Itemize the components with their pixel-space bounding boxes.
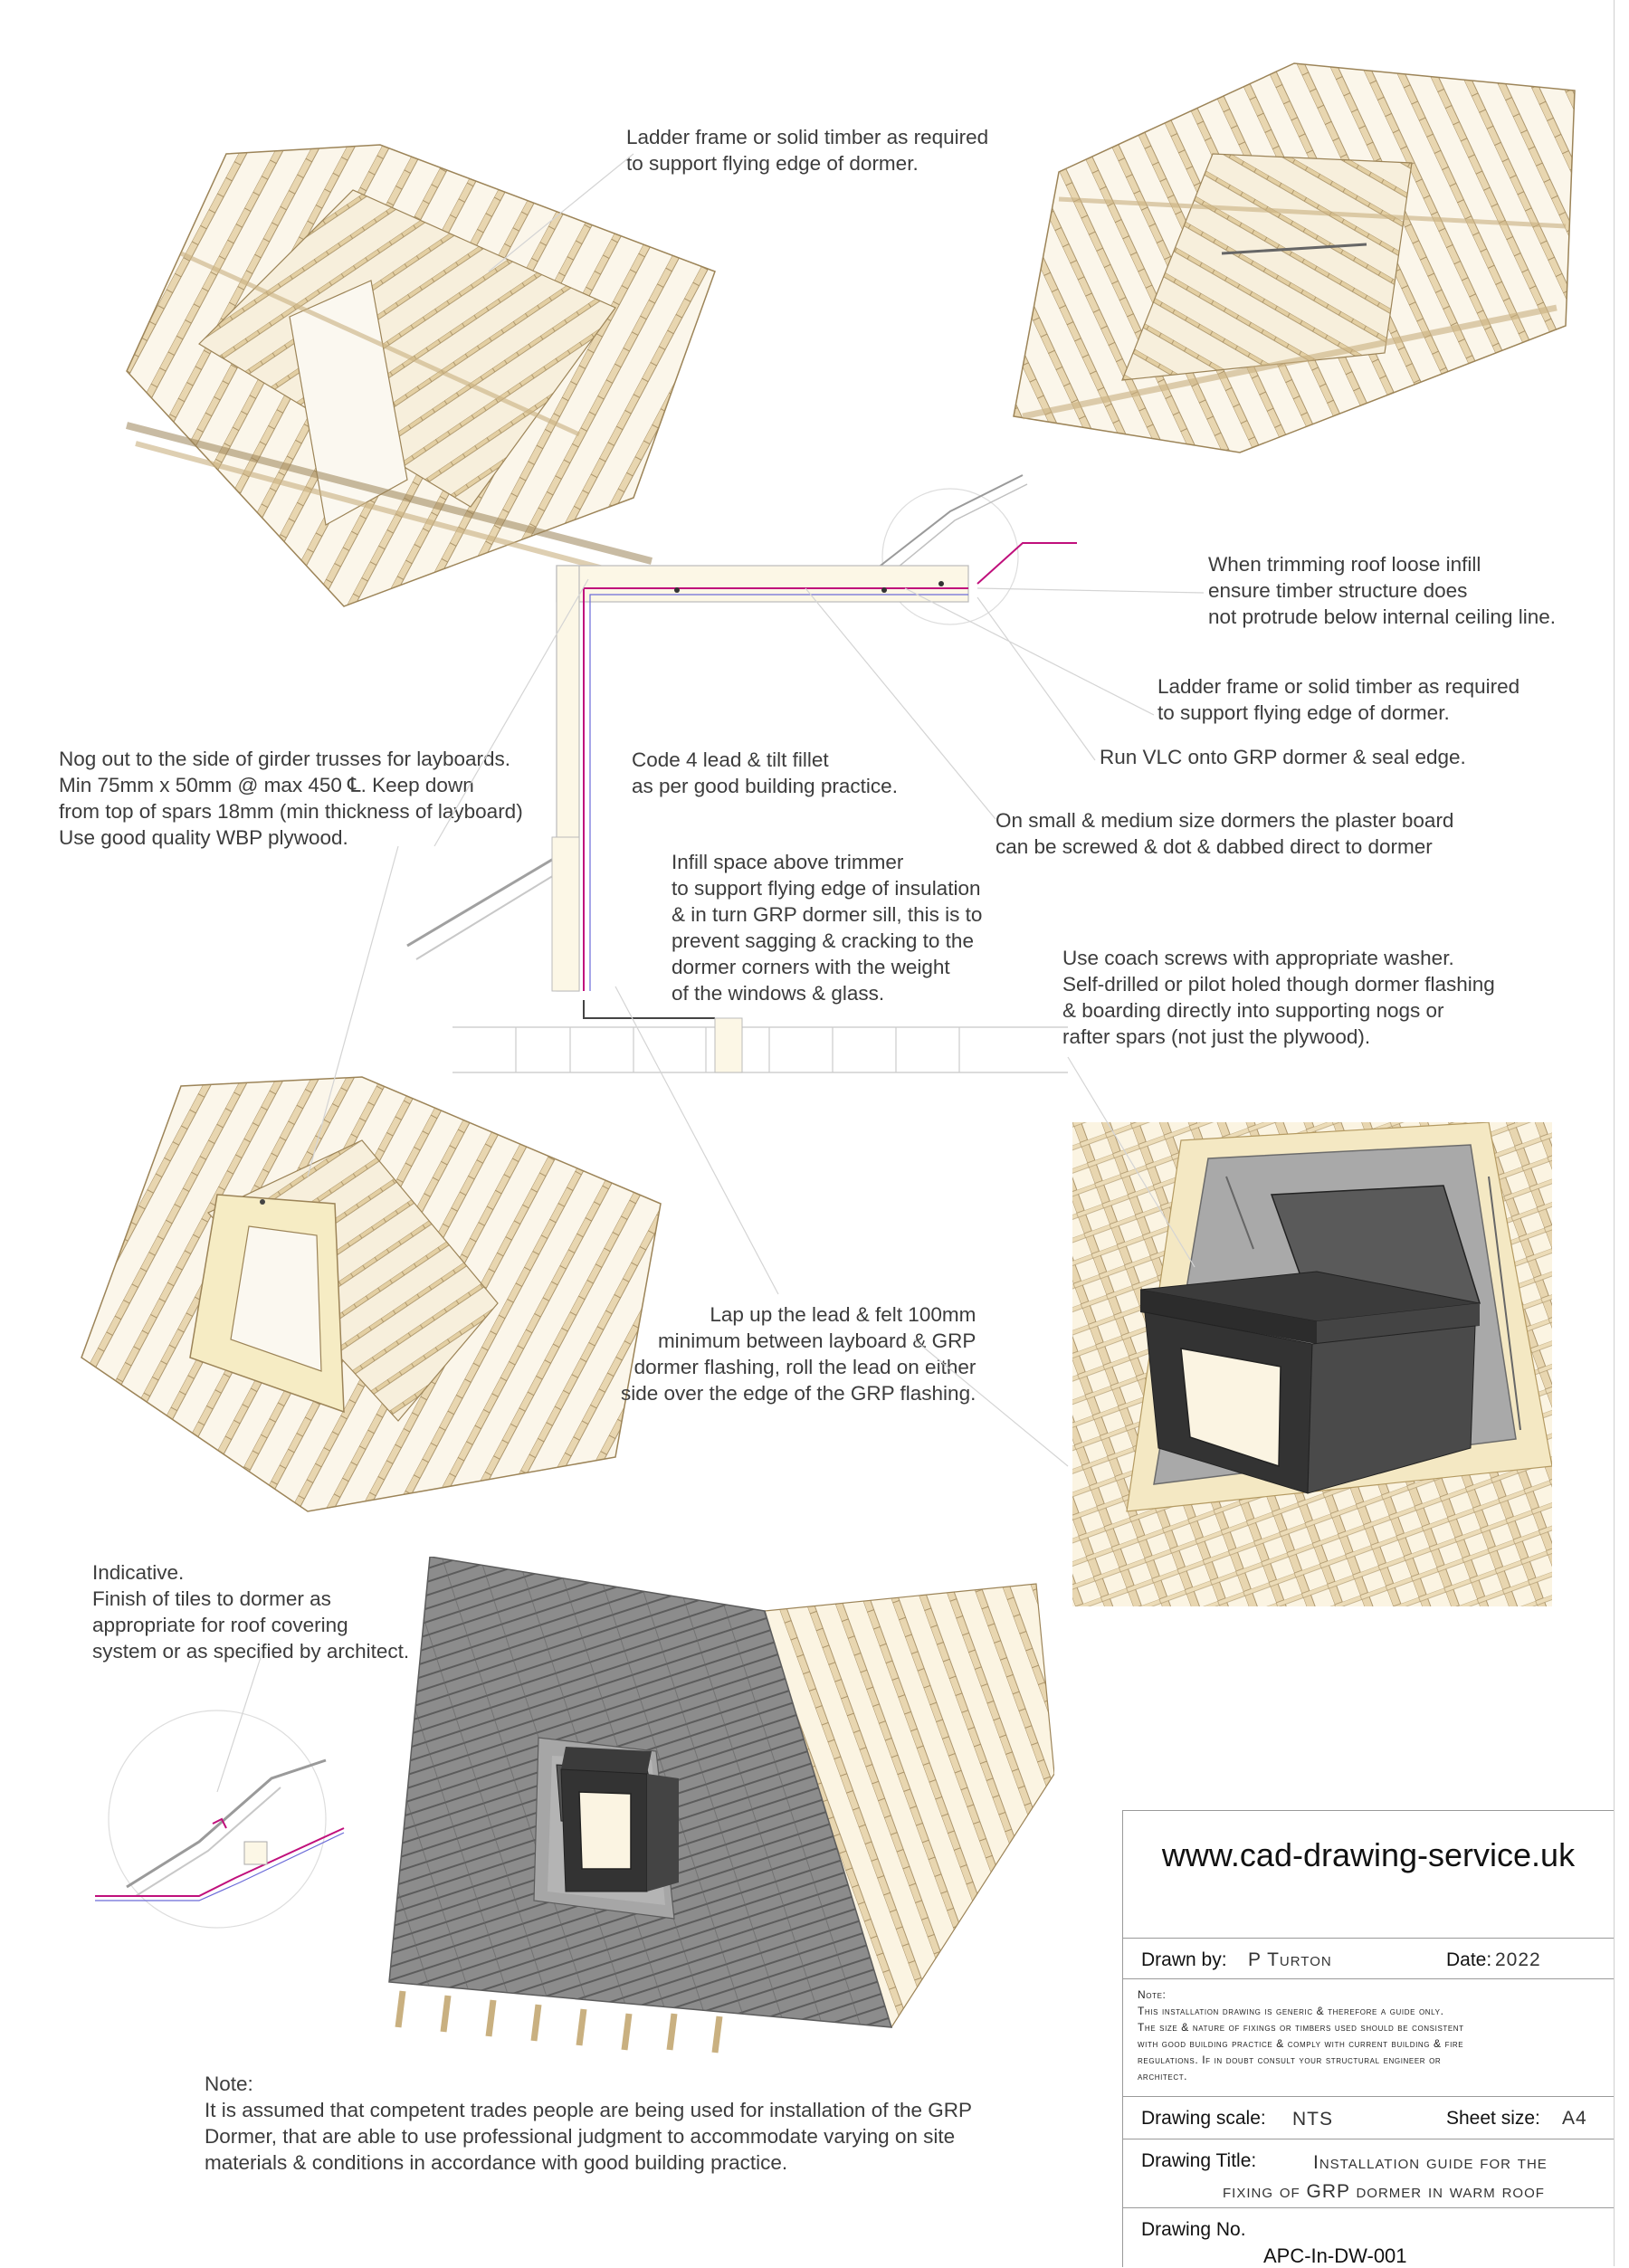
title-block-row-title: Drawing Title: Installation guide for th… bbox=[1123, 2139, 1614, 2208]
section-detail-center bbox=[406, 474, 1077, 1073]
note-indicative: Indicative. Finish of tiles to dormer as… bbox=[92, 1561, 410, 1663]
dormer-on-flashing-view bbox=[1072, 1122, 1552, 1606]
note-ladder-frame-top: Ladder frame or solid timber as required… bbox=[626, 126, 989, 175]
roof-truss-with-layboard bbox=[81, 1076, 662, 1512]
note-bottom-disclaimer: Note: It is assumed that competent trade… bbox=[205, 2073, 972, 2174]
note-code4-lead: Code 4 lead & tilt fillet as per good bu… bbox=[632, 748, 898, 797]
title-block-row-drawn: Drawn by: P Turton Date: 2022 bbox=[1123, 1938, 1614, 1979]
note-lap-lead: Lap up the lead & felt 100mm minimum bet… bbox=[621, 1303, 976, 1405]
note-coach-screws: Use coach screws with appropriate washer… bbox=[1062, 947, 1495, 1048]
date-label: Date: bbox=[1446, 1949, 1492, 1970]
note-ladder-frame-mid: Ladder frame or solid timber as required… bbox=[1157, 675, 1520, 724]
title-block-row-note: Note: This installation drawing is gener… bbox=[1123, 1978, 1614, 2097]
drawing-scale-value: NTS bbox=[1292, 2109, 1333, 2130]
note-run-vlc: Run VLC onto GRP dormer & seal edge. bbox=[1100, 746, 1466, 768]
title-block-row-number: Drawing No. APC-In-DW-001 bbox=[1123, 2207, 1614, 2268]
drawing-number-value: APC-In-DW-001 bbox=[1263, 2244, 1407, 2267]
drawn-by-label: Drawn by: bbox=[1141, 1949, 1227, 1970]
drawing-title-line-1: Installation guide for the bbox=[1313, 2152, 1548, 2173]
note-trimming-roof: When trimming roof loose infill ensure t… bbox=[1208, 553, 1556, 628]
sheet-size-label: Sheet size: bbox=[1446, 2108, 1540, 2129]
title-block-row-scale: Drawing scale: NTS Sheet size: A4 bbox=[1123, 2096, 1614, 2139]
drawing-number-label: Drawing No. bbox=[1141, 2219, 1246, 2240]
title-block-note: Note: This installation drawing is gener… bbox=[1138, 1988, 1464, 2082]
tiled-roof-dormer-view bbox=[388, 1557, 1054, 2054]
note-infill-space: Infill space above trimmer to support fl… bbox=[672, 851, 983, 1005]
website-url: www.cad-drawing-service.uk bbox=[1161, 1836, 1576, 1873]
drawing-scale-label: Drawing scale: bbox=[1141, 2108, 1266, 2129]
drawn-by-value: P Turton bbox=[1248, 1949, 1332, 1970]
date-value: 2022 bbox=[1495, 1949, 1541, 1970]
roof-truss-view-top-left bbox=[125, 144, 716, 607]
note-nog-out: Nog out to the side of girder trusses fo… bbox=[59, 748, 523, 849]
drawing-title-label: Drawing Title: bbox=[1141, 2150, 1257, 2171]
title-block: www.cad-drawing-service.uk Drawn by: P T… bbox=[1122, 1810, 1614, 2267]
detail-circle-tiles bbox=[95, 1710, 345, 1929]
roof-truss-view-top-right bbox=[1013, 62, 1576, 453]
sheet-size-value: A4 bbox=[1562, 2108, 1587, 2129]
note-small-medium-dormers: On small & medium size dormers the plast… bbox=[996, 809, 1454, 858]
drawing-title-line-2: fixing of GRP dormer in warm roof bbox=[1223, 2181, 1545, 2202]
